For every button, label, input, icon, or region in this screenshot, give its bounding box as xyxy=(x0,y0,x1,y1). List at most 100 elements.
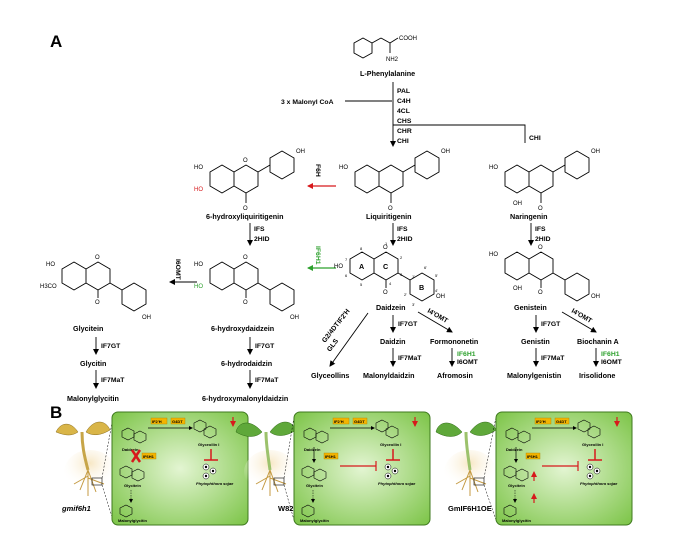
svg-text:O: O xyxy=(243,255,248,261)
compound-genistein: Genistein xyxy=(514,303,547,312)
svg-text:2HID: 2HID xyxy=(535,236,551,243)
seedling-gmif6h1oe xyxy=(435,421,497,496)
compound-irisolidone: Irisolidone xyxy=(579,371,615,380)
svg-text:I6OMT: I6OMT xyxy=(601,359,623,366)
core-enzyme-list: PAL C4H 4CL CHS CHR CHI xyxy=(397,88,412,145)
svg-text:HO: HO xyxy=(46,262,55,268)
malonyl-coa-label: 3 x Malonyl CoA xyxy=(281,99,334,106)
panel-label-b: B xyxy=(50,403,62,422)
svg-text:5: 5 xyxy=(360,282,363,287)
compound-genistin: Genistin xyxy=(521,337,550,346)
svg-text:IF6H1: IF6H1 xyxy=(457,351,476,358)
ring-b-label: B xyxy=(419,283,424,292)
compound-6-hydrodaidzin: 6-hydrodaidzin xyxy=(221,359,272,368)
svg-text:OH: OH xyxy=(441,149,450,155)
svg-text:O: O xyxy=(538,206,543,212)
daidzein-structure: O O HO OH A C B 1 2 3 4 5 6 7 8 1' 2' 3'… xyxy=(334,241,445,307)
svg-text:IF6H1: IF6H1 xyxy=(601,351,620,358)
svg-text:I6OMT: I6OMT xyxy=(457,359,479,366)
svg-text:8: 8 xyxy=(360,246,363,251)
svg-text:Phytophthora sojae: Phytophthora sojae xyxy=(378,481,416,486)
svg-text:IF7GT: IF7GT xyxy=(101,343,121,350)
svg-text:1': 1' xyxy=(412,274,415,279)
svg-text:3: 3 xyxy=(400,272,403,277)
svg-text:Malonylglycitin: Malonylglycitin xyxy=(118,518,147,523)
svg-text:O: O xyxy=(95,255,100,261)
compound-daidzin: Daidzin xyxy=(380,337,406,346)
svg-text:I4'OMT: I4'OMT xyxy=(570,308,594,326)
svg-text:Glycitein: Glycitein xyxy=(508,483,525,488)
svg-text:O: O xyxy=(538,245,543,251)
compound-afromosin: Afromosin xyxy=(437,371,473,380)
enzyme-i6omt: I6OMT xyxy=(174,259,181,281)
svg-text:2': 2' xyxy=(404,292,407,297)
svg-text:OH: OH xyxy=(513,201,522,207)
svg-text:IF2'H: IF2'H xyxy=(536,419,546,424)
svg-text:OH: OH xyxy=(142,315,151,321)
svg-text:HO: HO xyxy=(489,165,498,171)
compound-6-hydroxyliquiritigenin: 6-hydroxyliquiritigenin xyxy=(206,212,283,221)
plant-label-gmif6h1oe: GmIF6H1OE xyxy=(448,504,492,513)
compound-malonylgenistin: Malonylgenistin xyxy=(507,371,561,380)
svg-text:Glycitein: Glycitein xyxy=(306,483,323,488)
svg-text:2HID: 2HID xyxy=(397,236,413,243)
phenylalanine-structure: COOH NH2 xyxy=(353,36,417,63)
svg-text:IF7GT: IF7GT xyxy=(398,321,418,328)
svg-text:O: O xyxy=(388,206,393,212)
svg-text:HO: HO xyxy=(339,165,348,171)
svg-text:OH: OH xyxy=(591,149,600,155)
svg-text:4': 4' xyxy=(435,288,438,293)
enzyme-4cl: 4CL xyxy=(397,108,410,115)
svg-text:IF6H1: IF6H1 xyxy=(143,454,155,459)
svg-text:2: 2 xyxy=(400,255,403,260)
svg-text:IF6H1: IF6H1 xyxy=(527,454,539,459)
svg-text:3': 3' xyxy=(412,302,415,307)
svg-text:HO: HO xyxy=(194,262,203,268)
svg-text:OH: OH xyxy=(591,294,600,300)
svg-text:Daidzein: Daidzein xyxy=(304,447,321,452)
svg-text:1: 1 xyxy=(385,241,388,246)
svg-text:Phytophthora sojae: Phytophthora sojae xyxy=(196,481,234,486)
nh2-label: NH2 xyxy=(386,57,399,63)
panel-label-a: A xyxy=(50,32,62,51)
glycitein-structure: O O HO H3CO OH xyxy=(40,255,151,321)
svg-text:O: O xyxy=(95,300,100,306)
svg-text:Glycitein: Glycitein xyxy=(124,483,141,488)
svg-text:Glyceollin I: Glyceollin I xyxy=(380,442,401,447)
effect-box-gmif6h1oe: Daidzein IF2'H G4DT Glyceollin I Phytoph… xyxy=(495,411,633,526)
svg-text:4: 4 xyxy=(389,281,392,286)
seedling-w82 xyxy=(235,421,297,496)
svg-text:Daidzein: Daidzein xyxy=(506,447,523,452)
svg-text:6: 6 xyxy=(345,273,348,278)
svg-text:OH: OH xyxy=(513,286,522,292)
svg-text:HO: HO xyxy=(334,264,343,270)
svg-text:Daidzein: Daidzein xyxy=(122,447,139,452)
svg-text:Glyceollin I: Glyceollin I xyxy=(198,442,219,447)
svg-text:OH: OH xyxy=(296,149,305,155)
effect-box-w82: Daidzein IF2'H G4DT Glyceollin I Phytoph… xyxy=(293,411,431,526)
svg-text:HO: HO xyxy=(194,187,203,193)
enzyme-if6h1: IF6H1 xyxy=(314,246,321,265)
enzyme-c4h: C4H xyxy=(397,98,411,105)
compound-formononetin: Formononetin xyxy=(430,337,478,346)
svg-text:2HID: 2HID xyxy=(254,236,270,243)
svg-text:H3CO: H3CO xyxy=(40,284,57,290)
effect-box-gmif6h1: Daidzein IF2'H G4DT Glyceollin I Phytoph… xyxy=(111,411,249,526)
compound-biochanin-a: Biochanin A xyxy=(577,337,619,346)
compound-glycitein: Glycitein xyxy=(73,324,103,333)
enzyme-chi: CHI xyxy=(397,138,409,145)
enzyme-f6h: F6H xyxy=(314,164,321,177)
hydroxyliquiritigenin-structure: O HO HO OH O xyxy=(194,149,305,212)
compound-liquiritigenin: Liquiritigenin xyxy=(366,212,412,221)
svg-text:IF2'H: IF2'H xyxy=(334,419,344,424)
svg-text:Glyceollin I: Glyceollin I xyxy=(582,442,603,447)
svg-text:IF7GT: IF7GT xyxy=(255,343,275,350)
cooh-label: COOH xyxy=(399,36,417,42)
ring-a-label: A xyxy=(359,262,364,271)
svg-text:IF6H1: IF6H1 xyxy=(325,454,337,459)
compound-l-phenylalanine: L-Phenylalanine xyxy=(360,69,415,78)
svg-text:IF7MaT: IF7MaT xyxy=(255,377,279,384)
svg-text:O: O xyxy=(243,300,248,306)
svg-text:HO: HO xyxy=(194,165,203,171)
